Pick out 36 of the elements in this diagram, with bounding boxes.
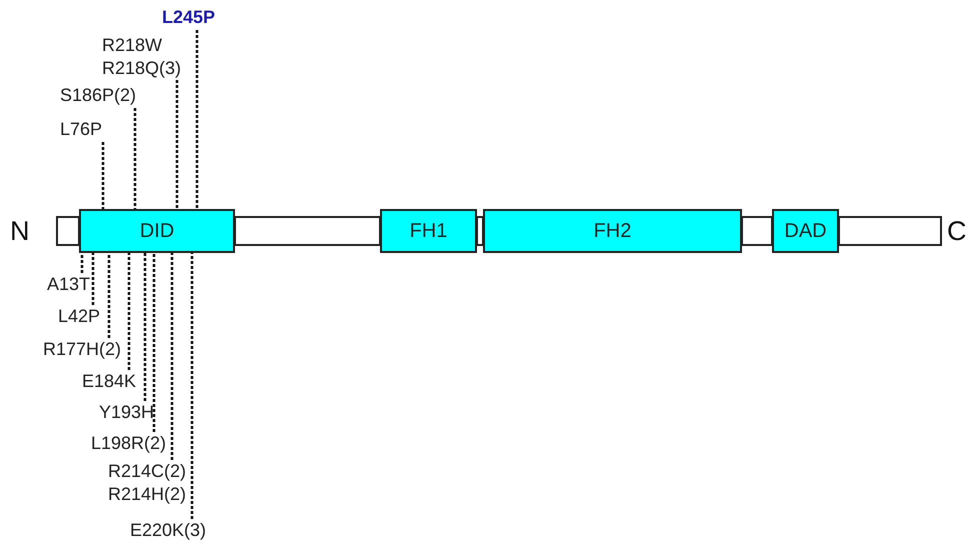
mutation-label: A13T: [46, 273, 90, 296]
protein-bar-segment: [838, 216, 942, 246]
mutation-label: R177H(2): [42, 338, 121, 361]
leader-line: [92, 253, 94, 305]
domain-box: FH2: [483, 209, 742, 253]
protein-bar-segment: [56, 216, 80, 246]
leader-line: [170, 253, 174, 460]
terminus-label: C: [947, 216, 966, 246]
terminus-label: N: [10, 216, 30, 246]
protein-bar-segment: [234, 216, 381, 246]
leader-line: [80, 253, 84, 273]
mutation-label: L245P: [162, 6, 216, 29]
leader-line: [176, 80, 178, 209]
mutation-label: S186P(2): [60, 84, 138, 107]
domain-box: FH1: [380, 209, 477, 253]
leader-line: [102, 142, 104, 209]
leader-line: [190, 253, 194, 519]
mutation-label: L76P: [60, 118, 104, 141]
mutation-label: R214H(2): [106, 483, 186, 506]
mutation-label: R218W: [102, 34, 164, 57]
mutation-label: Y193H: [98, 401, 154, 424]
leader-line: [152, 253, 156, 432]
leader-line: [128, 253, 130, 370]
leader-line: [196, 30, 198, 209]
leader-line: [134, 108, 136, 209]
mutation-label: R214C(2): [106, 460, 186, 483]
protein-bar-segment: [741, 216, 773, 246]
domain-box: DID: [79, 209, 235, 253]
domain-box: DAD: [772, 209, 839, 253]
leader-line: [108, 253, 110, 338]
leader-line: [144, 253, 146, 401]
mutation-label: E184K: [80, 370, 136, 393]
mutation-label: R218Q(3): [102, 57, 180, 80]
mutation-label: L198R(2): [90, 432, 166, 455]
mutation-label: E220K(3): [128, 519, 206, 542]
mutation-label: L42P: [56, 305, 100, 328]
